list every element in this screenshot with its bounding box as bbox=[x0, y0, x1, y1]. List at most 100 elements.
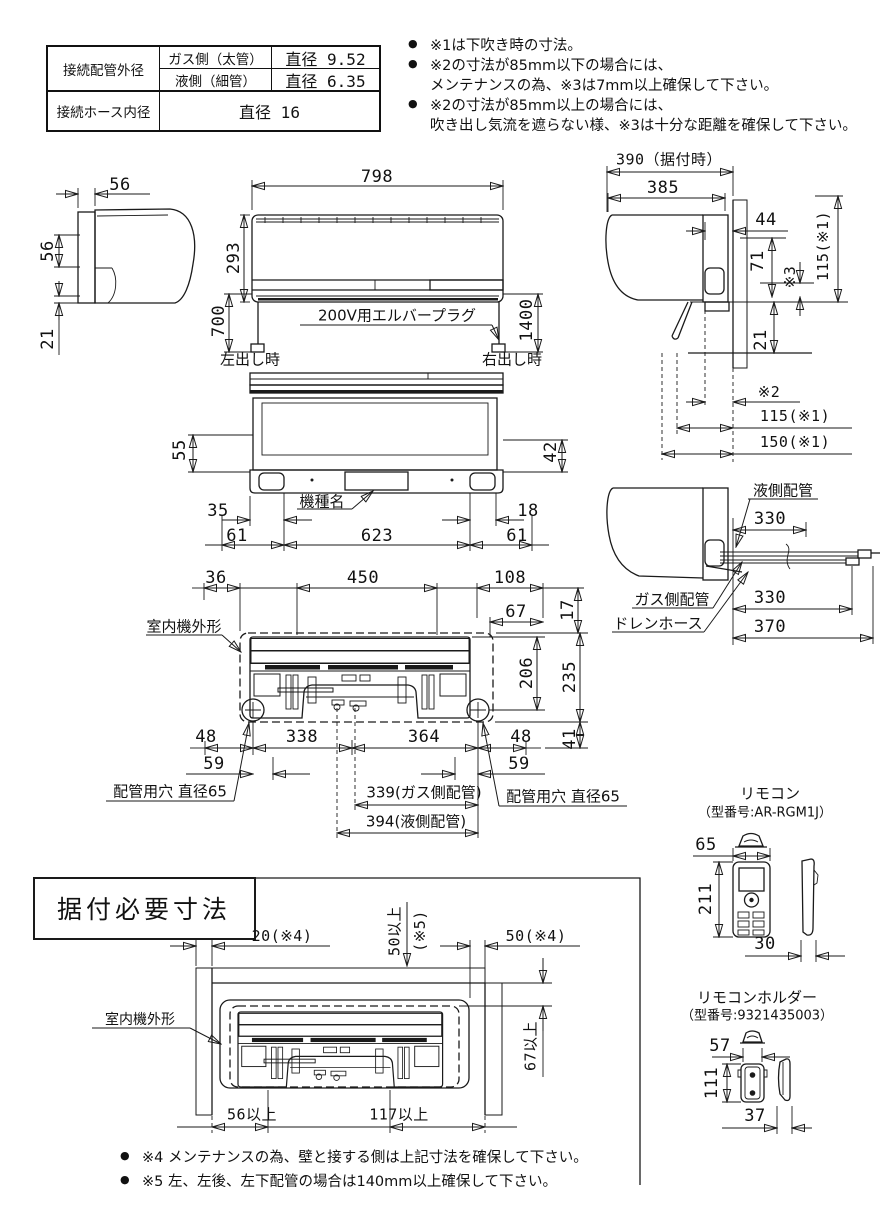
dim-117min: 117以上 bbox=[369, 1105, 429, 1124]
dim-44: 44 bbox=[755, 210, 777, 230]
dim-35: 35 bbox=[207, 501, 229, 521]
dim-211: 211 bbox=[696, 882, 716, 916]
pipe-hole-label-right: 配管用穴 直径65 bbox=[506, 787, 620, 806]
dim-50min-line1: 50以上 bbox=[385, 905, 404, 957]
table-cell: 接続配管外径 bbox=[48, 47, 160, 90]
dim-67: 67 bbox=[505, 602, 527, 622]
dim-450: 450 bbox=[346, 568, 380, 588]
dim-111: 111 bbox=[702, 1066, 722, 1100]
pipe-hole-label-left: 配管用穴 直径65 bbox=[113, 782, 227, 801]
dim-56-side: 56 bbox=[38, 240, 58, 262]
holder-title: リモコンホルダー bbox=[696, 988, 818, 1007]
dim-48-right: 48 bbox=[510, 727, 532, 747]
dim-623: 623 bbox=[360, 526, 394, 546]
dim-394-liquid: 394(液側配管) bbox=[365, 812, 467, 831]
note-line: 吹き出し気流を遮らない様、※3は十分な距離を確保して下さい。 bbox=[430, 118, 857, 134]
dim-67min: 67以上 bbox=[521, 1020, 540, 1072]
dim-17: 17 bbox=[558, 599, 578, 621]
notes-top: ● ※1は下吹き時の寸法。 ● ※2の寸法が85mm以下の場合には、 ● メンテナンス… bbox=[408, 34, 857, 134]
bullet-icon: ● bbox=[408, 97, 418, 110]
remote-model: （型番号:AR-RGM1J） bbox=[698, 805, 832, 821]
dim-21: 21 bbox=[38, 328, 58, 350]
dim-235: 235 bbox=[560, 660, 580, 694]
notes-bottom: ● ※4 メンテナンスの為、壁と接する側は上記寸法を確保して下さい。 ● ※5 左、… bbox=[120, 1146, 588, 1194]
dim-61-left: 61 bbox=[226, 526, 248, 546]
dim-385: 385 bbox=[646, 178, 680, 198]
dim-41: 41 bbox=[560, 728, 580, 750]
dim-59-left: 59 bbox=[203, 754, 225, 774]
dim-20-star4: 20(※4) bbox=[251, 927, 313, 945]
piping-view-drawing bbox=[606, 487, 880, 645]
table-cell: 液側（細管） bbox=[160, 69, 272, 90]
clearance-section-title: 据付必要寸法 bbox=[56, 895, 232, 924]
dim-71: 71 bbox=[748, 250, 768, 272]
model-name-label: 機種名 bbox=[299, 492, 345, 511]
remote-title: リモコン bbox=[739, 784, 801, 803]
dim-star3: ※3 bbox=[781, 265, 799, 289]
dim-50min-line2: (※5) bbox=[411, 910, 429, 952]
dim-339-gas: 339(ガス側配管) bbox=[366, 783, 482, 802]
dim-330-bottom: 330 bbox=[753, 588, 787, 608]
note-line: ※1は下吹き時の寸法。 bbox=[430, 38, 582, 54]
dim-330-top: 330 bbox=[753, 509, 787, 529]
note-line: メンテナンスの為、※3は7mm以上確保して下さい。 bbox=[430, 78, 779, 94]
drain-hose-label: ドレンホース bbox=[613, 614, 703, 633]
table-cell: ガス側（太管） bbox=[160, 47, 272, 69]
install-view-drawing bbox=[605, 166, 852, 462]
remote-drawing bbox=[693, 832, 845, 962]
pipe-spec-table: 接続配管外径 ガス側（太管） 直径 9.52 液側（細管） 直径 6.35 接続… bbox=[46, 45, 381, 132]
plug-label: 200V用エルバープラグ bbox=[318, 306, 476, 325]
bullet-icon: ● bbox=[120, 1149, 130, 1162]
dim-150: 150(※1) bbox=[759, 433, 831, 451]
dim-50-star4: 50(※4) bbox=[505, 927, 567, 945]
dim-37: 37 bbox=[744, 1106, 766, 1126]
right-outlet-label: 右出し時 bbox=[481, 350, 543, 369]
dim-48-left: 48 bbox=[195, 727, 217, 747]
table-cell: 直径 6.35 bbox=[285, 71, 366, 91]
holder-drawing bbox=[712, 1030, 812, 1134]
dim-65: 65 bbox=[695, 835, 717, 855]
left-outlet-label: 左出し時 bbox=[219, 350, 281, 369]
bullet-icon: ● bbox=[408, 57, 418, 70]
gas-pipe-label: ガス側配管 bbox=[634, 590, 710, 609]
bullet-icon: ● bbox=[120, 1173, 130, 1186]
dim-700: 700 bbox=[209, 304, 229, 338]
dim-390: 390（据付時） bbox=[615, 150, 723, 169]
indoor-unit-outline-label: 室内機外形 bbox=[146, 617, 222, 636]
dim-1400: 1400 bbox=[517, 298, 537, 342]
dim-59-right: 59 bbox=[508, 754, 530, 774]
dim-206: 206 bbox=[517, 656, 537, 690]
dim-798: 798 bbox=[360, 167, 394, 187]
dim-108: 108 bbox=[493, 568, 527, 588]
side-view-drawing bbox=[54, 188, 196, 355]
dim-364: 364 bbox=[407, 727, 441, 747]
back-view-drawing bbox=[106, 583, 627, 838]
dim-30: 30 bbox=[754, 934, 776, 954]
note-line: ※5 左、左後、左下配管の場合は140mm以上確保して下さい。 bbox=[142, 1174, 557, 1190]
dim-338: 338 bbox=[285, 727, 319, 747]
dim-56-top: 56 bbox=[109, 175, 131, 195]
dim-55: 55 bbox=[170, 439, 190, 461]
bullet-icon: ● bbox=[408, 37, 418, 50]
dim-36: 36 bbox=[205, 568, 227, 588]
dim-370: 370 bbox=[753, 617, 787, 637]
liquid-pipe-label: 液側配管 bbox=[752, 481, 814, 500]
note-line: ※4 メンテナンスの為、壁と接する側は上記寸法を確保して下さい。 bbox=[142, 1150, 588, 1166]
dim-21-install: 21 bbox=[751, 329, 771, 351]
dim-293: 293 bbox=[224, 241, 244, 275]
table-cell: 直径 9.52 bbox=[272, 47, 379, 69]
dim-18: 18 bbox=[517, 501, 539, 521]
indoor-unit-outline-label-2: 室内機外形 bbox=[105, 1012, 175, 1028]
dim-61-right: 61 bbox=[506, 526, 528, 546]
table-cell: 接続ホース内径 bbox=[48, 90, 160, 130]
bottom-view-drawing bbox=[188, 372, 568, 551]
note-line: ※2の寸法が85mm以上の場合には、 bbox=[430, 98, 673, 114]
note-line: ※2の寸法が85mm以下の場合には、 bbox=[430, 58, 673, 74]
clearance-drawing bbox=[33, 877, 641, 1185]
dim-115-bottom: 115(※1) bbox=[759, 407, 831, 425]
table-cell: 直径 16 bbox=[160, 90, 379, 130]
front-view-drawing bbox=[224, 180, 543, 352]
dim-42: 42 bbox=[541, 441, 561, 463]
